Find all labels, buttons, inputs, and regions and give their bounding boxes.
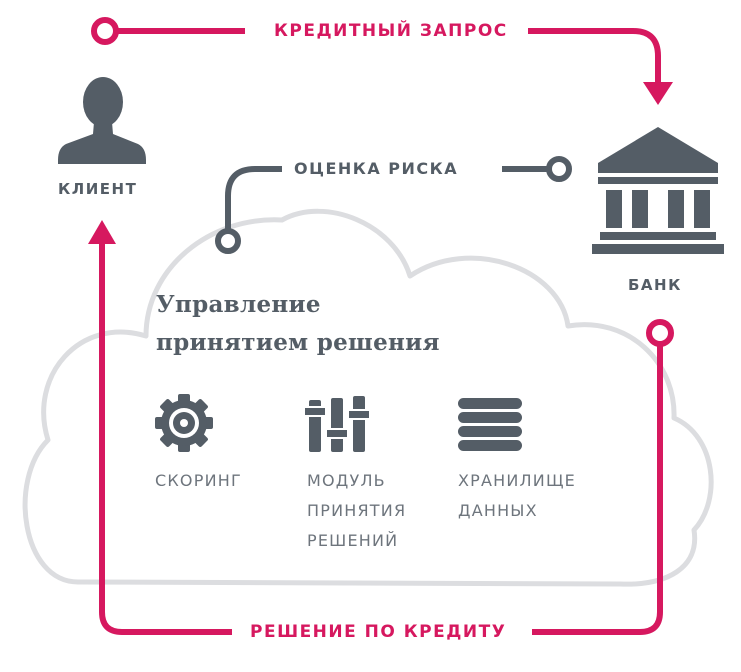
- module-label-line: ДАННЫХ: [458, 501, 538, 520]
- scoring-module-label: СКОРИНГ: [155, 466, 242, 496]
- risk-assessment-connector: [215, 156, 572, 254]
- bank-icon: [592, 127, 724, 254]
- module-label-line: ХРАНИЛИЩЕ: [458, 471, 576, 490]
- credit-request-arrow: [91, 17, 673, 105]
- credit-decision-arrow: [88, 220, 674, 635]
- client-label: КЛИЕНТ: [58, 180, 138, 198]
- database-icon: [458, 398, 522, 451]
- module-label-line: СКОРИНГ: [155, 471, 242, 490]
- decision-module-label: МОДУЛЬ ПРИНЯТИЯ РЕШЕНИЙ: [307, 466, 406, 556]
- module-label-line: МОДУЛЬ: [307, 471, 386, 490]
- cloud-title-line-2: принятием решения: [156, 329, 440, 356]
- credit-request-label: КРЕДИТНЫЙ ЗАПРОС: [274, 21, 508, 41]
- cloud-title-line-1: Управление: [156, 291, 321, 318]
- credit-decision-label: РЕШЕНИЕ ПО КРЕДИТУ: [250, 622, 507, 642]
- sliders-icon: [303, 396, 371, 452]
- risk-assessment-label: ОЦЕНКА РИСКА: [294, 159, 459, 178]
- data-storage-module-label: ХРАНИЛИЩЕ ДАННЫХ: [458, 466, 576, 526]
- module-label-line: РЕШЕНИЙ: [307, 531, 399, 550]
- bank-label: БАНК: [628, 276, 682, 294]
- module-label-line: ПРИНЯТИЯ: [307, 501, 407, 520]
- gear-icon: [155, 394, 213, 452]
- cloud-title: Управление принятием решения: [156, 286, 440, 362]
- cloud-outline: [22, 208, 714, 587]
- person-icon: [58, 77, 146, 164]
